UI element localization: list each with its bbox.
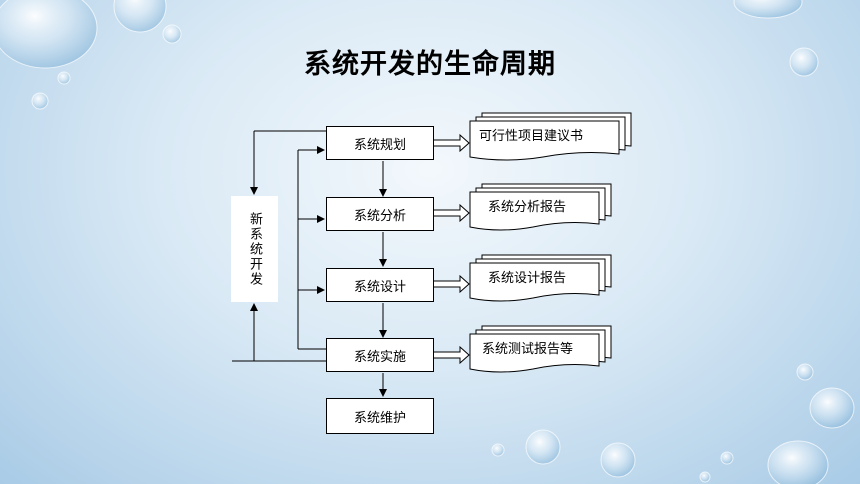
document-stack-4 — [469, 325, 612, 373]
document-stack-3 — [469, 254, 612, 302]
bubble — [113, 0, 167, 33]
bubble — [796, 363, 814, 381]
bubble — [720, 451, 734, 465]
output-arrow-4 — [432, 345, 470, 365]
output-arrow-2 — [432, 203, 470, 223]
stage-box-planning: 系统规划 — [326, 126, 434, 160]
stage-label: 系统分析 — [353, 208, 406, 224]
output-label-design-report: 系统设计报告 — [488, 271, 567, 286]
stage-label: 系统实施 — [353, 349, 406, 365]
bubble — [699, 471, 711, 483]
bubble — [0, 0, 98, 69]
new-system-development-label: 新系统开发 — [247, 211, 262, 287]
output-arrow-3 — [432, 274, 470, 294]
stage-label: 系统设计 — [353, 279, 406, 295]
bubble — [57, 71, 71, 85]
output-label-analysis-report: 系统分析报告 — [488, 200, 567, 215]
slide-title: 系统开发的生命周期 — [304, 49, 556, 80]
stage-label: 系统维护 — [353, 410, 406, 426]
doc-sheet-front — [469, 191, 600, 231]
bubble — [809, 387, 855, 429]
stage-box-analysis: 系统分析 — [326, 197, 434, 231]
bubble — [525, 429, 561, 465]
stage-box-maintenance: 系统维护 — [326, 398, 434, 434]
bubble — [789, 47, 819, 77]
document-stack-1 — [469, 112, 632, 161]
output-label-test-report: 系统测试报告等 — [482, 342, 574, 357]
connector-lines — [232, 130, 387, 397]
bubble — [733, 0, 803, 19]
output-label-feasibility-proposal: 可行性项目建议书 — [479, 129, 584, 144]
doc-sheet-front — [469, 333, 600, 373]
output-arrow-1 — [432, 133, 470, 153]
doc-sheet-front — [469, 262, 600, 302]
stage-label: 系统规划 — [353, 137, 406, 153]
document-stack-2 — [469, 183, 612, 231]
bubble — [767, 440, 829, 484]
bubble — [31, 92, 49, 110]
bubble — [162, 24, 182, 44]
doc-sheet-front — [469, 120, 620, 161]
document-stacks — [469, 112, 632, 373]
new-system-development-box: 新系统开发 — [231, 196, 278, 302]
stage-box-implementation: 系统实施 — [326, 338, 434, 372]
stage-box-design: 系统设计 — [326, 268, 434, 302]
bubble — [491, 443, 505, 457]
bubble — [600, 442, 636, 478]
output-arrows — [432, 133, 470, 365]
